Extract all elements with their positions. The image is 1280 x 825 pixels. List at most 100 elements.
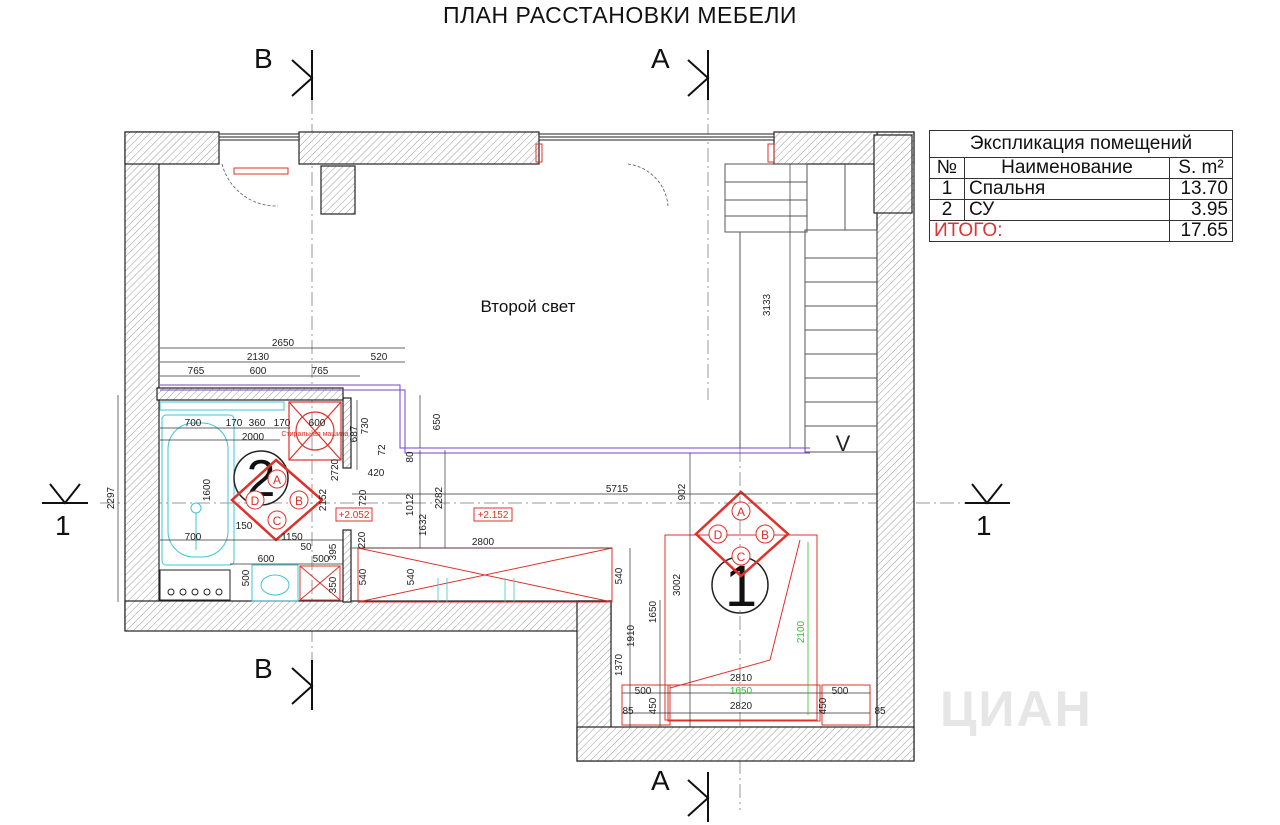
dimension-text: 520 (371, 352, 388, 363)
legend-row-num: 1 (929, 178, 965, 200)
dimension-texts: 2650 2130 520 765 600 765 700 170 360 17… (106, 293, 886, 717)
dimension-text: 2720 (330, 458, 341, 481)
marker-d: D (714, 528, 723, 542)
dimension-text: 72 (377, 444, 388, 456)
dimension-text: 170 (226, 418, 243, 429)
marker-c: C (273, 514, 282, 528)
dimension-text: 902 (677, 483, 688, 500)
dimension-text: 540 (614, 567, 625, 584)
bathtub (161, 414, 235, 566)
marker-a: A (737, 505, 745, 519)
dimension-text: 360 (249, 418, 266, 429)
legend-row-num: 2 (929, 199, 965, 221)
view-marker-room1 (694, 490, 790, 578)
legend-row: 1 Спальня 13.70 (929, 178, 1233, 200)
dimension-text: 600 (258, 554, 275, 565)
legend-row-name: Спальня (964, 178, 1170, 200)
sink (159, 401, 299, 602)
dimension-text: 85 (874, 706, 886, 717)
watermark: ЦИАН (940, 681, 1093, 737)
dimension-text: 2810 (730, 673, 753, 684)
section-mark-b: В (254, 43, 273, 74)
level-label: +2.152 (478, 510, 509, 521)
marker-a: A (273, 473, 281, 487)
dimension-text: 450 (818, 697, 829, 714)
dimension-text: 700 (185, 532, 202, 543)
dimension-text: 80 (405, 451, 416, 463)
plan-title: ПЛАН РАССТАНОВКИ МЕБЕЛИ (443, 2, 797, 28)
marker-c: C (737, 550, 746, 564)
dimension-text: 450 (648, 697, 659, 714)
dimension-text: 2000 (242, 432, 265, 443)
section-mark-a: А (651, 765, 670, 796)
dimension-text: 1650 (648, 600, 659, 623)
section-marks (42, 50, 1010, 822)
dimension-text: 2100 (796, 620, 807, 643)
dimension-text: 500 (635, 686, 652, 697)
legend-total-label: ИТОГО: (929, 220, 1170, 242)
dimension-text: 2820 (730, 701, 753, 712)
dimension-text: 170 (274, 418, 291, 429)
dimension-text: 1370 (614, 653, 625, 676)
dimension-text: 3002 (672, 573, 683, 596)
dimension-text: 150 (236, 521, 253, 532)
dimension-text: 720 (358, 489, 369, 506)
marker-b: B (295, 494, 303, 508)
dimension-text: 500 (241, 569, 252, 586)
stair-arrow: V (836, 431, 851, 456)
legend-total-area: 17.65 (1169, 220, 1233, 242)
dimension-text: 1632 (418, 513, 429, 536)
dimension-text: 600 (250, 366, 267, 377)
section-mark-1: 1 (976, 510, 992, 541)
dimension-text: 50 (300, 542, 312, 553)
dimension-text: 500 (313, 554, 330, 565)
dimension-text: 2282 (434, 486, 445, 509)
dimension-text: 2297 (106, 486, 117, 509)
dimension-text: 2152 (318, 488, 329, 511)
dimension-lines (117, 164, 877, 727)
dimension-text: 85 (622, 706, 634, 717)
dimension-text: 650 (432, 413, 443, 430)
section-mark-1: 1 (55, 510, 71, 541)
dimension-text: 500 (832, 686, 849, 697)
section-mark-a: А (651, 43, 670, 74)
dimension-text: 220 (357, 531, 368, 548)
staircase (724, 163, 878, 453)
dimension-text: 1012 (405, 493, 416, 516)
dimension-text: 730 (360, 417, 371, 434)
legend-row-area: 3.95 (1169, 199, 1233, 221)
marker-d: D (251, 494, 260, 508)
windows (218, 133, 775, 141)
dimension-text: 765 (312, 366, 329, 377)
dimension-text: 540 (358, 568, 369, 585)
dimension-text: 1600 (202, 478, 213, 501)
dimension-text: 1910 (626, 624, 637, 647)
dimension-text: 395 (328, 543, 339, 560)
dimension-text: 1150 (281, 532, 303, 543)
dimension-text: 540 (406, 568, 417, 585)
legend-row-area: 13.70 (1169, 178, 1233, 200)
legend-header-area: S. m² (1169, 157, 1233, 179)
level-label: +2.052 (339, 510, 370, 521)
dimension-text: 1650 (730, 686, 753, 697)
marker-b: B (761, 528, 769, 542)
dimension-text: 5715 (606, 484, 629, 495)
dimension-text: 2800 (472, 537, 495, 548)
dimension-text: 765 (188, 366, 205, 377)
legend-header-num: № (929, 157, 965, 179)
dimension-text: 2130 (247, 352, 270, 363)
dimension-text: 700 (185, 418, 202, 429)
stove (159, 569, 231, 601)
dimension-text: 3133 (762, 293, 773, 316)
legend-row: 2 СУ 3.95 (929, 199, 1233, 221)
legend-table: Экспликация помещений № Наименование S. … (929, 130, 1233, 242)
washer-label: Стиральная машина (281, 431, 348, 438)
room-label: Второй свет (481, 297, 576, 316)
dimension-text: 687 (349, 425, 360, 442)
legend-header-name: Наименование (964, 157, 1170, 179)
walls (124, 131, 915, 762)
legend-row-name: СУ (964, 199, 1170, 221)
dimension-text: 420 (368, 468, 385, 479)
dimension-text: 350 (328, 576, 339, 593)
